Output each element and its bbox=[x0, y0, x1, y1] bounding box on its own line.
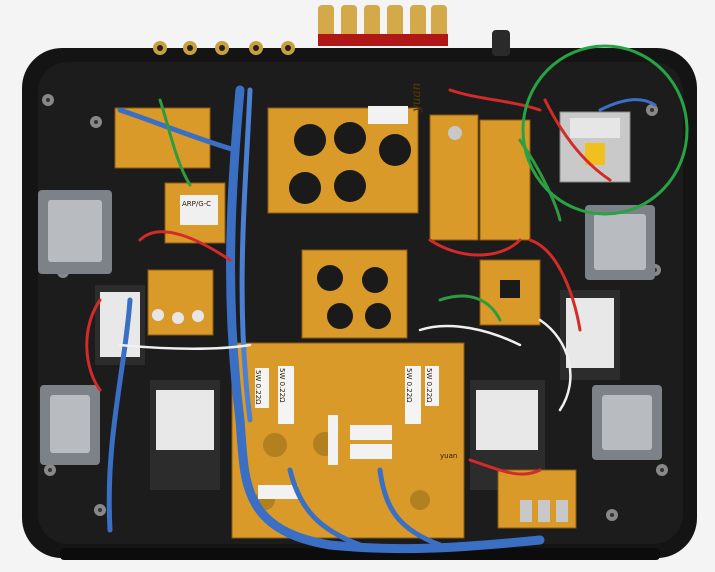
resistor-text-1: 5W 0.22Ω bbox=[254, 370, 262, 405]
transformers bbox=[38, 190, 662, 465]
circuit-boards: ARP/G-C yuan 5W 0.22Ω 5W 0.22Ω 5W 0.22Ω bbox=[114, 83, 631, 539]
rear-connectors bbox=[153, 5, 510, 56]
brand-text-2: yuan bbox=[440, 452, 457, 460]
resistor-text-3: 5W 0.22Ω bbox=[405, 368, 413, 403]
highlight-circle bbox=[521, 44, 689, 216]
wiring bbox=[85, 85, 657, 554]
relay-text: ARP/G-C bbox=[182, 200, 211, 208]
resistor-text-2: 5W 0.22Ω bbox=[278, 368, 286, 403]
resistor-text-4: 5W 0.22Ω bbox=[425, 368, 433, 403]
brand-text-1: yuan bbox=[409, 83, 423, 113]
